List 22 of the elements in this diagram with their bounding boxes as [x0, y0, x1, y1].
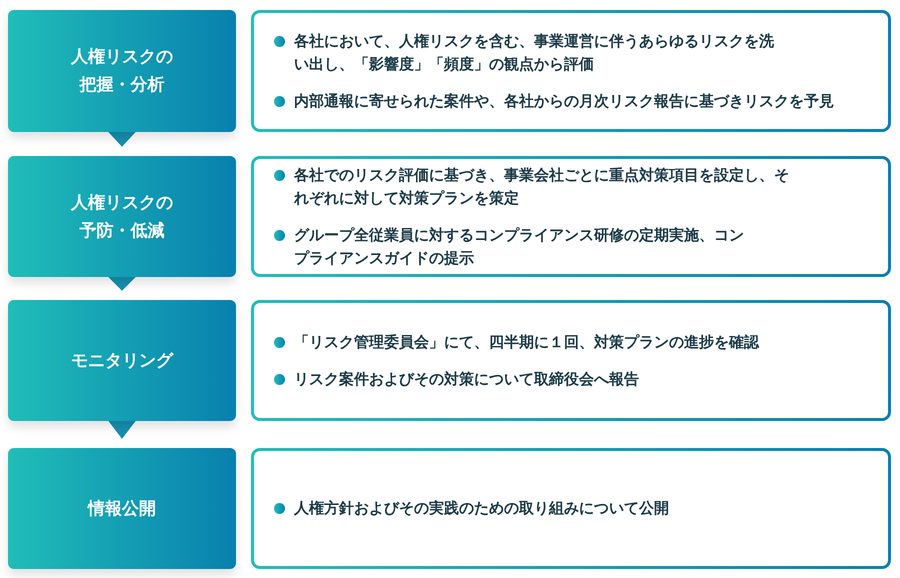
- step-box: [8, 300, 236, 421]
- bullet-text: 各社でのリスク評価に基づき、事業会社ごとに重点対策項目を設定し、それぞれに対して対策プランを策定: [294, 164, 790, 208]
- step-title: 人権リスクの予防・低減: [70, 192, 174, 242]
- step-title: モニタリング: [70, 350, 175, 372]
- step-title: 情報公開: [86, 498, 157, 520]
- bullet-text: 内部通報に寄せられた案件や、各社からの月次リスク報告に基づきリスクを予見: [294, 90, 835, 112]
- step-box: [8, 448, 236, 569]
- description-box: [251, 156, 891, 277]
- bullet-text: 「リスク管理委員会」にて、四半期に１回、対策プランの進捗を確認: [294, 332, 760, 352]
- bullet-text: 人権方針およびその実践のための取り組みについて公開: [294, 498, 670, 519]
- description-box: [251, 300, 891, 421]
- bullet-text: 各社において、人権リスクを含む、事業運営に伴うあらゆるリスクを洗い出し、「影響度」「頻度」の観点から評価: [294, 30, 775, 74]
- description-box: [251, 448, 891, 569]
- step-box: [8, 156, 236, 277]
- pointer-arrow: [108, 420, 136, 439]
- description-box: [251, 10, 891, 132]
- pointer-arrow: [108, 132, 136, 147]
- bullet-text: リスク案件およびその対策について取締役会へ報告: [294, 368, 640, 390]
- step-box: [8, 10, 236, 132]
- step-title: 人権リスクの把握・分析: [70, 46, 174, 97]
- bullet-text: グループ全従業員に対するコンプライアンス研修の定期実施、コンプライアンスガイドの提示: [294, 224, 744, 268]
- pointer-arrow: [108, 276, 136, 291]
